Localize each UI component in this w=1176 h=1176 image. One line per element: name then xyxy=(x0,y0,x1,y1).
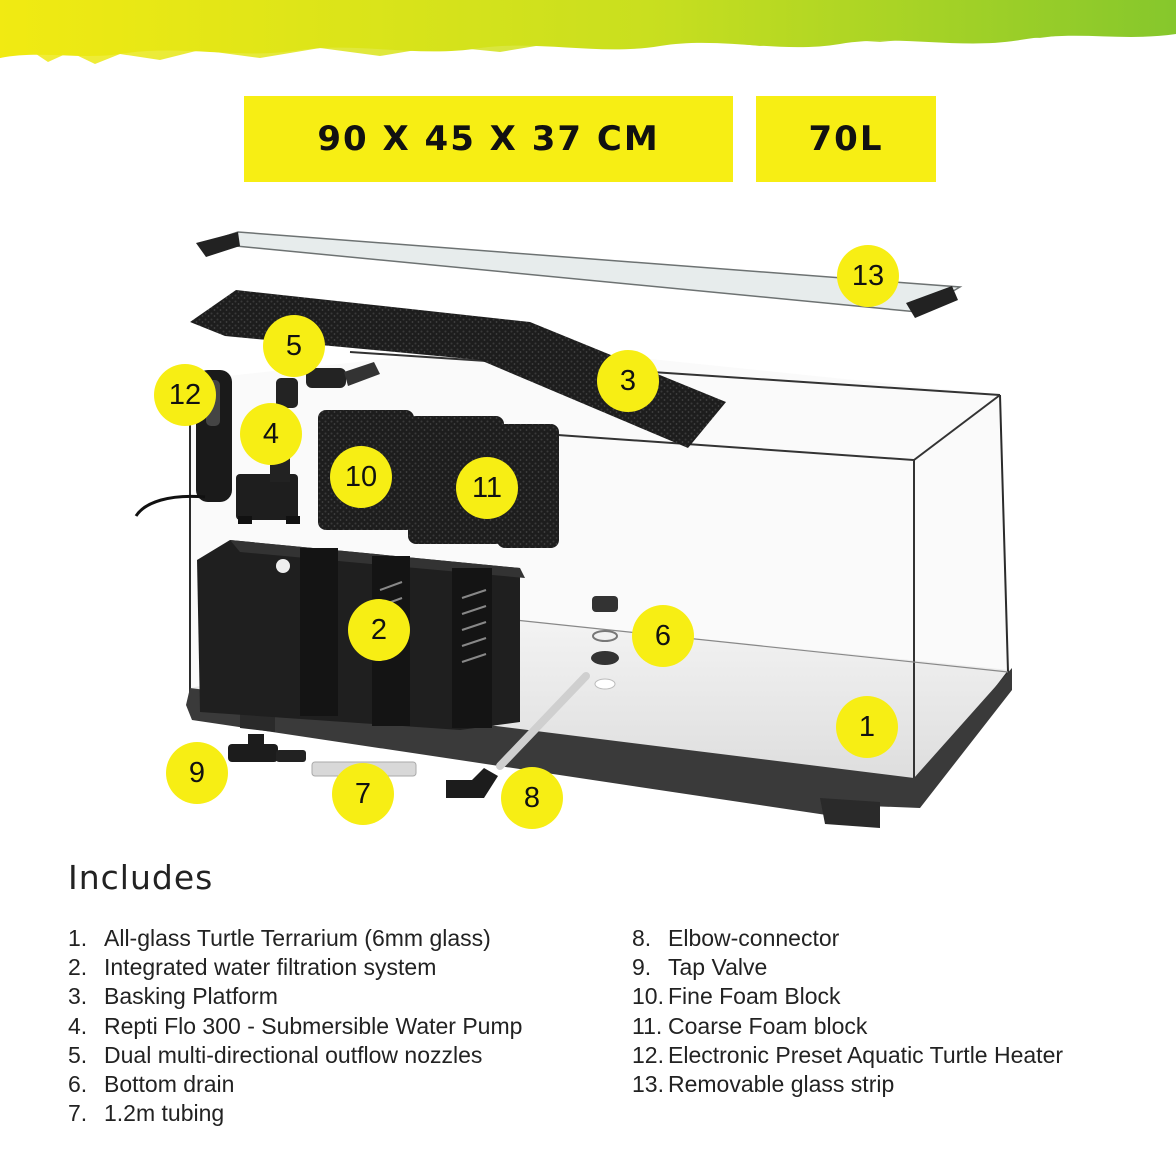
list-item: 7. 1.2m tubing xyxy=(68,1099,522,1128)
list-item: 6. Bottom drain xyxy=(68,1070,522,1099)
volume-badge: 70L xyxy=(756,96,936,182)
item-label: Dual multi-directional outflow nozzles xyxy=(104,1041,483,1068)
callout-nozzles: 5 xyxy=(263,315,325,377)
list-item: 11.Coarse Foam block xyxy=(632,1012,1063,1041)
item-label: Repti Flo 300 - Submersible Water Pump xyxy=(104,1012,523,1039)
bottom-drain xyxy=(591,596,619,690)
list-item: 13.Removable glass strip xyxy=(632,1070,1063,1099)
item-label: Basking Platform xyxy=(104,983,278,1010)
callout-glass-strip: 13 xyxy=(837,245,899,307)
list-item: 4. Repti Flo 300 - Submersible Water Pump xyxy=(68,1012,522,1041)
item-number: 11. xyxy=(632,1012,663,1039)
item-number: 9. xyxy=(632,954,652,981)
item-label: Coarse Foam block xyxy=(668,1012,868,1039)
includes-list-right: 8. Elbow-connector 9. Tap Valve 10.Fine Fo… xyxy=(632,924,1063,1099)
callout-number: 5 xyxy=(285,329,303,362)
item-label: Integrated water filtration system xyxy=(104,954,437,981)
includes-heading: Includes xyxy=(68,858,214,897)
callout-number: 3 xyxy=(619,364,637,397)
item-number: 6. xyxy=(68,1070,88,1097)
callout-number: 9 xyxy=(188,756,206,789)
item-number: 12. xyxy=(632,1041,664,1068)
outflow-nozzles xyxy=(276,362,380,408)
glass-strip xyxy=(196,231,963,318)
plumbing-parts xyxy=(228,672,590,798)
callout-fine-foam: 10 xyxy=(330,446,392,508)
item-number: 8. xyxy=(632,925,652,951)
item-label: Fine Foam Block xyxy=(668,983,841,1010)
callout-pump: 4 xyxy=(240,403,302,465)
item-label: 1.2m tubing xyxy=(104,1100,225,1127)
callout-heater: 12 xyxy=(154,364,216,426)
callout-number: 6 xyxy=(654,619,672,652)
callout-number: 8 xyxy=(523,781,541,814)
list-item: 1. All-glass Turtle Terrarium (6mm glass) xyxy=(68,924,522,953)
list-item: 3. Basking Platform xyxy=(68,982,522,1011)
callout-bottom-drain: 6 xyxy=(632,605,694,667)
item-label: Bottom drain xyxy=(104,1070,235,1097)
callout-number: 13 xyxy=(851,259,885,292)
callout-number: 11 xyxy=(471,471,503,504)
callout-tubing: 7 xyxy=(332,763,394,825)
volume-text: 70L xyxy=(808,119,884,159)
item-number: 7. xyxy=(68,1100,88,1127)
callout-number: 10 xyxy=(344,460,378,493)
item-label: Elbow-connector xyxy=(668,925,840,951)
item-number: 3. xyxy=(68,983,88,1010)
callout-number: 1 xyxy=(858,710,876,743)
callout-number: 12 xyxy=(168,378,202,411)
dimensions-badge: 90 X 45 X 37 CM xyxy=(244,96,733,182)
top-gradient-band xyxy=(0,0,1176,64)
includes-list-left: 1. All-glass Turtle Terrarium (6mm glass)… xyxy=(68,924,522,1128)
item-number: 10. xyxy=(632,983,664,1010)
list-item: 5. Dual multi-directional outflow nozzles xyxy=(68,1041,522,1070)
item-label: Removable glass strip xyxy=(668,1070,895,1097)
item-number: 2. xyxy=(68,954,88,981)
dimensions-text: 90 X 45 X 37 CM xyxy=(317,119,660,159)
item-label: Electronic Preset Aquatic Turtle Heater xyxy=(668,1041,1064,1068)
callout-filtration: 2 xyxy=(348,599,410,661)
list-item: 12.Electronic Preset Aquatic Turtle Heat… xyxy=(632,1041,1063,1070)
callout-number: 4 xyxy=(262,417,280,450)
callout-elbow-connector: 8 xyxy=(501,767,563,829)
item-number: 13. xyxy=(632,1070,664,1097)
item-number: 4. xyxy=(68,1012,88,1039)
callout-number: 2 xyxy=(370,613,388,646)
callout-basking-platform: 3 xyxy=(597,350,659,412)
item-label: Tap Valve xyxy=(668,954,768,981)
callout-terrarium: 1 xyxy=(836,696,898,758)
item-number: 1. xyxy=(68,925,88,951)
callout-coarse-foam: 11 xyxy=(456,457,518,519)
callout-tap-valve: 9 xyxy=(166,742,228,804)
list-item: 2. Integrated water filtration system xyxy=(68,953,522,982)
basking-platform xyxy=(190,290,726,448)
list-item: 9. Tap Valve xyxy=(632,953,1063,982)
list-item: 10.Fine Foam Block xyxy=(632,982,1063,1011)
item-number: 5. xyxy=(68,1041,88,1068)
list-item: 8. Elbow-connector xyxy=(632,924,1063,953)
callout-number: 7 xyxy=(354,777,372,810)
item-label: All-glass Turtle Terrarium (6mm glass) xyxy=(104,925,491,951)
